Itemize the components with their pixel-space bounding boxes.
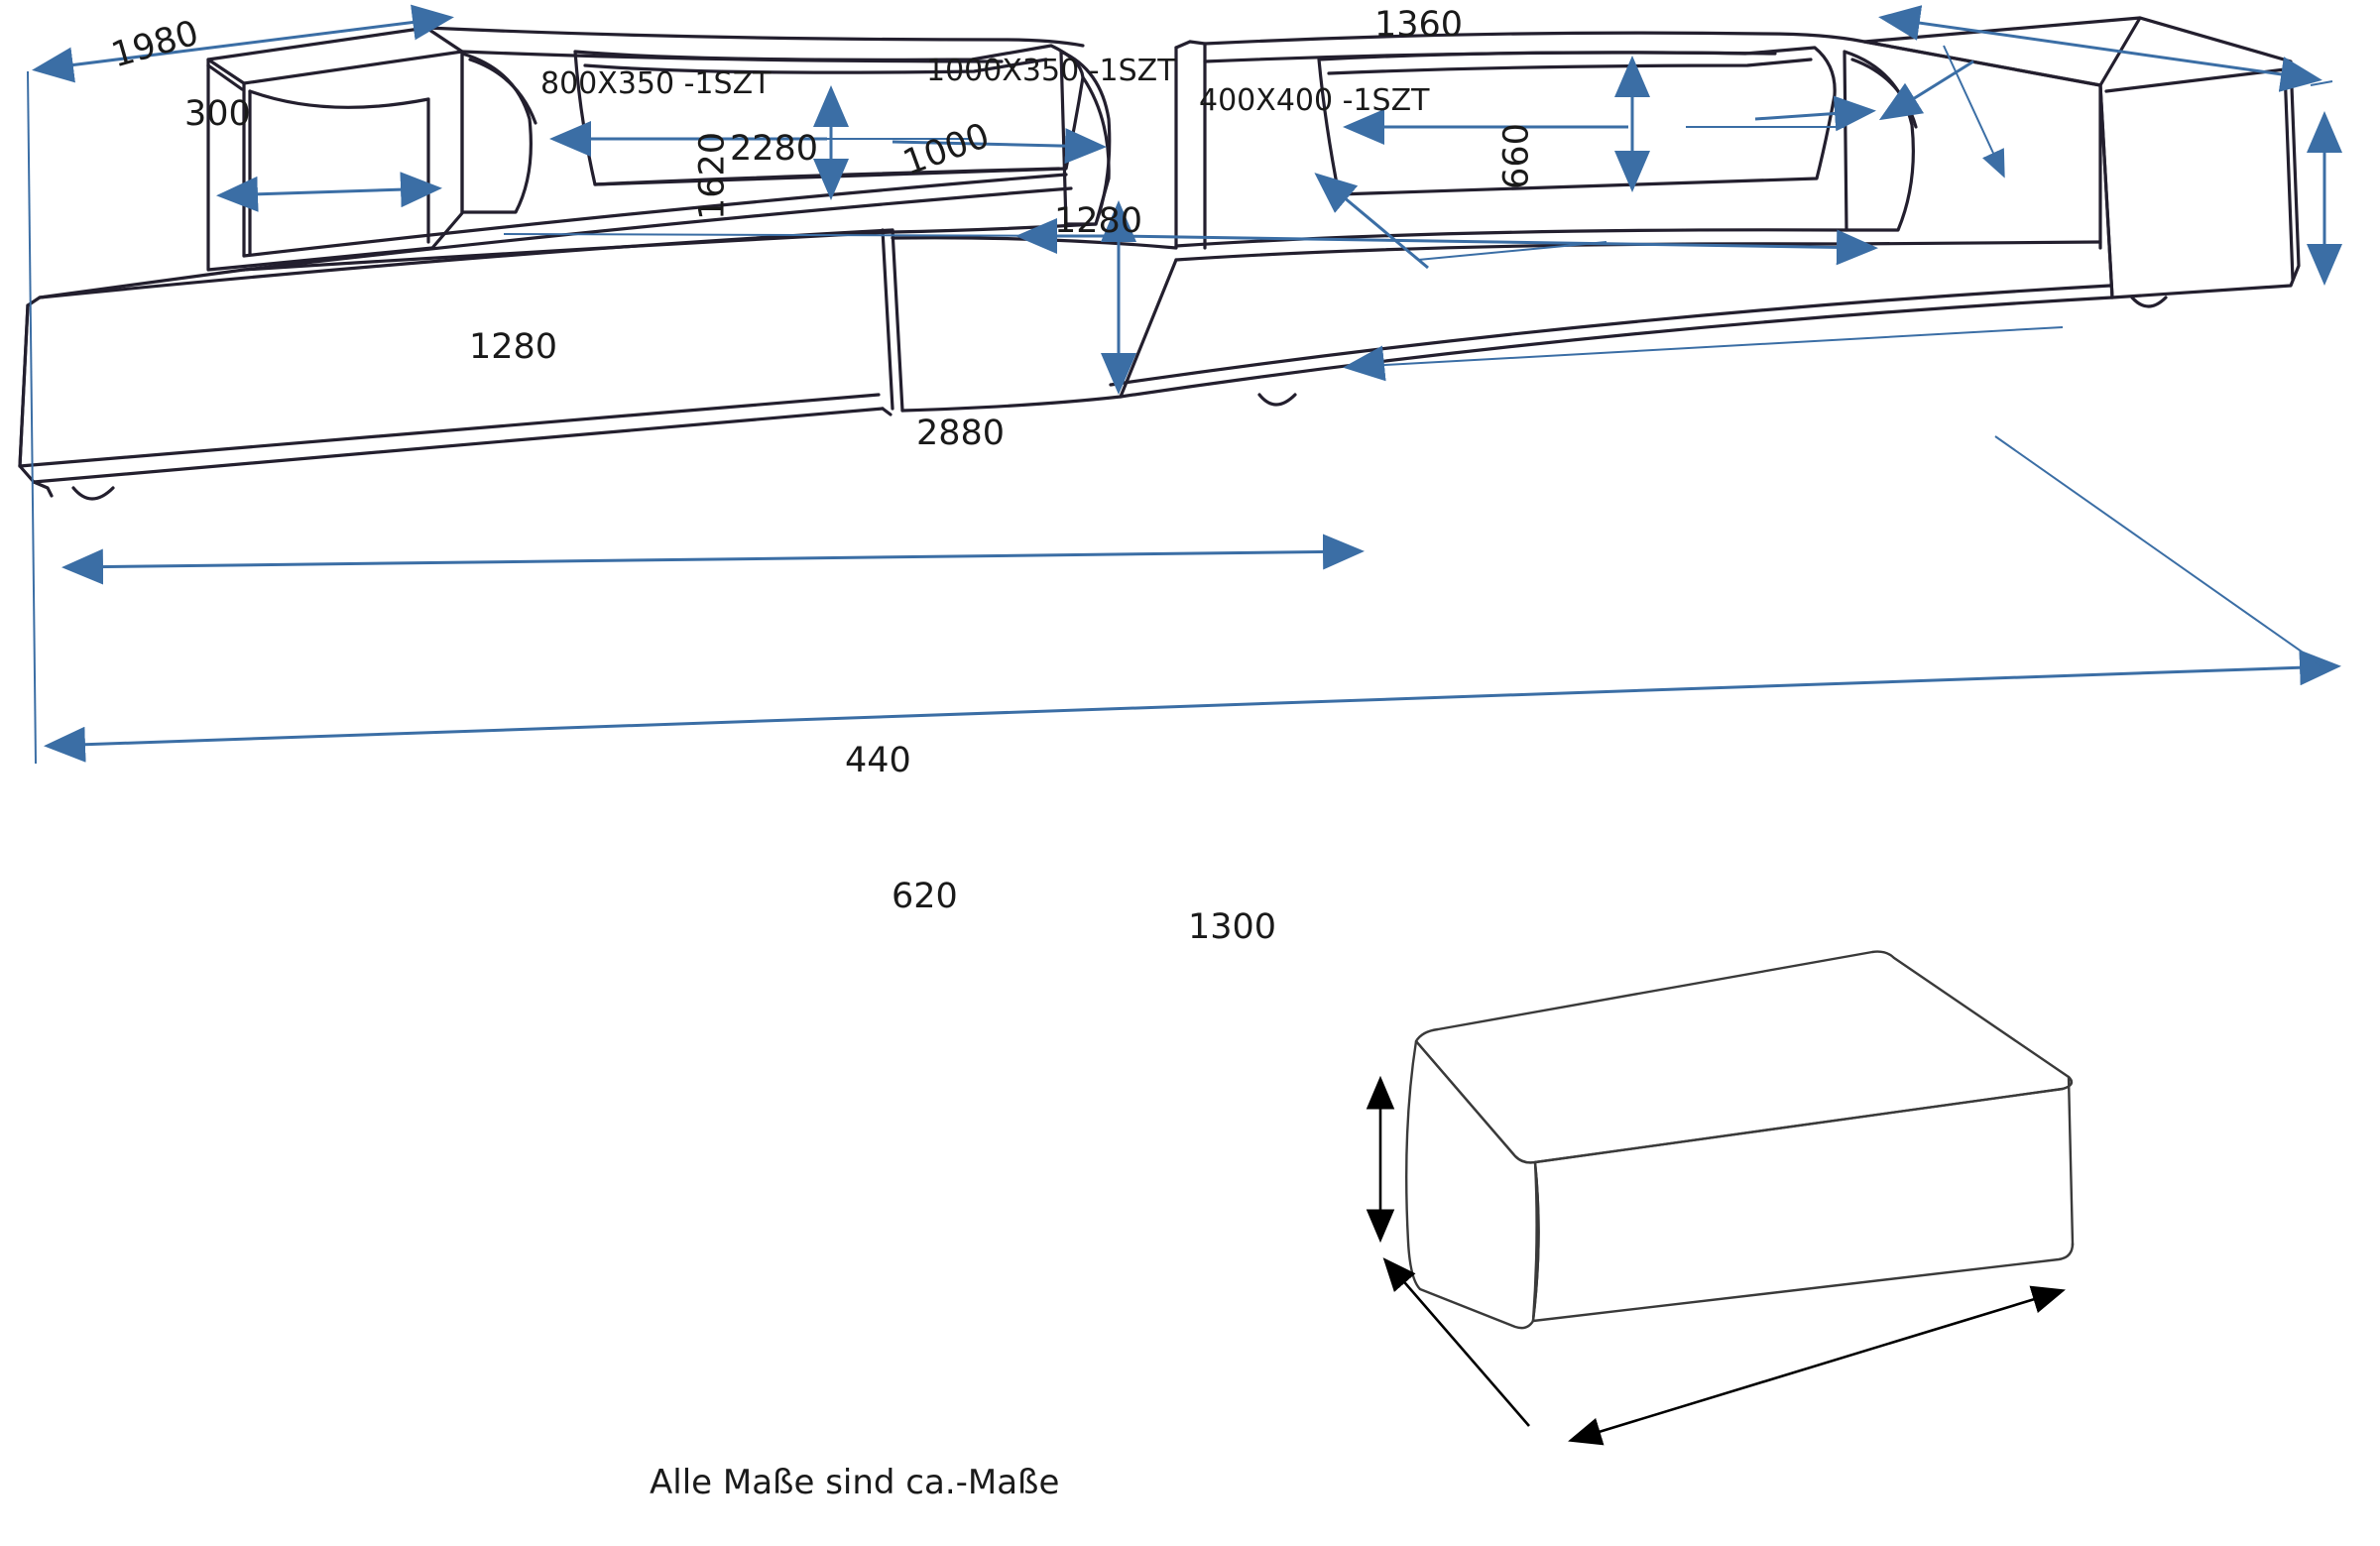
dimension-label-620: 620 <box>892 877 958 916</box>
dimension-label-1300: 1300 <box>1188 907 1277 947</box>
footer-note: Alle Maße sind ca.-Maße <box>650 1463 1060 1502</box>
dimension-label-300: 300 <box>184 94 251 134</box>
cushion-label-1000x350: 1000X350 -1SZT <box>926 54 1176 88</box>
dimension-label-1620: 1620 <box>692 131 733 221</box>
cushion-label-800x350: 800X350 -1SZT <box>540 66 772 101</box>
dimension-label-1280-right: 1280 <box>1054 201 1143 241</box>
dimension-label-660: 660 <box>1496 123 1537 189</box>
dimension-label-1280-left: 1280 <box>469 327 558 367</box>
dimension-label-2280: 2280 <box>730 129 819 169</box>
cushion-label-400x400: 400X400 -1SZT <box>1199 83 1430 118</box>
dimension-label-1360: 1360 <box>1374 5 1464 45</box>
dimension-label-2880: 2880 <box>916 414 1006 453</box>
dimension-label-440: 440 <box>845 741 911 780</box>
